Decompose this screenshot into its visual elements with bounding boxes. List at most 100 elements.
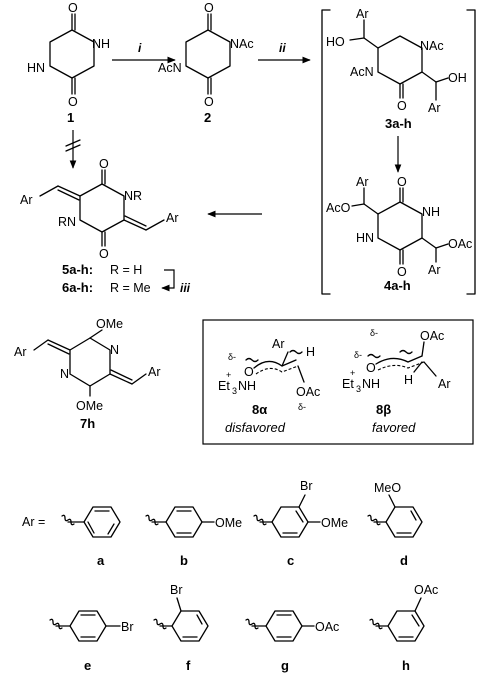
aryl-letter-g: g: [281, 658, 289, 673]
partial-charge: δ-: [298, 402, 306, 412]
atom-HO: HO: [326, 35, 345, 49]
compound-5-r: R = H: [110, 263, 142, 277]
compound-5-6: O Ar NR RN Ar O 5a-h: R = H 6a-h: R = Me: [20, 157, 179, 295]
ar-legend-prefix: Ar =: [22, 515, 45, 529]
atom-Ar: Ar: [356, 7, 369, 21]
atom-Et3: Et: [342, 377, 354, 391]
compound-4: Ar O AcO NH HN OAc O Ar 4a-h: [326, 175, 472, 293]
aryl-a: a: [61, 506, 121, 568]
reagent-i: i: [138, 41, 142, 55]
atom-O: O: [204, 1, 214, 15]
atom-O: O: [68, 95, 78, 109]
atom-O: O: [68, 1, 78, 15]
compound-label-1: 1: [67, 110, 74, 125]
subscript-3: 3: [232, 386, 237, 396]
atom-NAc: NAc: [230, 37, 254, 51]
atom-NH: NH: [92, 37, 110, 51]
atom-Ar: Ar: [20, 193, 33, 207]
aryl-letter-e: e: [84, 658, 91, 673]
atom-N: N: [110, 343, 119, 357]
atom-H: H: [404, 373, 413, 387]
reagent-ii: ii: [279, 41, 286, 55]
plus-charge: +: [226, 370, 231, 380]
aryl-d: MeO d: [367, 481, 423, 568]
caption-favored: favored: [372, 420, 416, 435]
atom-OMe: OMe: [76, 399, 103, 413]
aryl-b: OMe b: [145, 506, 242, 568]
atom-O: O: [397, 175, 407, 189]
plus-charge: +: [350, 368, 355, 378]
transition-state-8-alpha: δ- O Ar H OAc δ- + Et 3 NH 8α disfavored: [218, 337, 320, 435]
atom-OAc: OAc: [448, 237, 472, 251]
atom-NR: NR: [124, 189, 142, 203]
caption-disfavored: disfavored: [225, 420, 286, 435]
compound-3: Ar HO NAc AcN OH O Ar 3a-h: [326, 7, 467, 131]
atom-Ar: Ar: [166, 211, 179, 225]
atom-OAc: OAc: [315, 620, 339, 634]
atom-Br: Br: [170, 583, 183, 597]
atom-OAc: OAc: [414, 583, 438, 597]
aryl-c: Br OMe c: [253, 479, 348, 568]
bracket-left: [321, 9, 331, 295]
atom-O: O: [204, 95, 214, 109]
atom-Ar: Ar: [428, 101, 441, 115]
atom-O: O: [397, 99, 407, 113]
atom-Br: Br: [300, 479, 313, 493]
atom-OMe: OMe: [215, 516, 242, 530]
atom-OH: OH: [448, 71, 467, 85]
transition-state-8-beta: δ- δ- O OAc H Ar + Et 3 NH 8β favored: [342, 328, 451, 435]
aryl-h: OAc h: [369, 583, 438, 673]
atom-Ar: Ar: [356, 175, 369, 189]
atom-NH: NH: [362, 377, 380, 391]
compound-1: O O NH HN 1: [27, 1, 110, 125]
compound-label-5: 5a-h:: [62, 262, 93, 277]
atom-RN: RN: [58, 215, 76, 229]
atom-Ar: Ar: [14, 345, 27, 359]
atom-Ar: Ar: [428, 263, 441, 277]
subscript-3: 3: [356, 384, 361, 394]
atom-O: O: [366, 361, 376, 375]
atom-HN: HN: [356, 231, 374, 245]
compound-label-3: 3a-h: [385, 116, 412, 131]
atom-Ar: Ar: [438, 377, 451, 391]
aryl-e: Br e: [49, 610, 134, 673]
bracket-right: [466, 9, 476, 295]
compound-2: O O NAc AcN 2: [158, 1, 254, 125]
partial-charge: δ-: [228, 352, 236, 362]
aryl-letter-a: a: [97, 553, 105, 568]
atom-Br: Br: [121, 620, 134, 634]
atom-NH: NH: [422, 205, 440, 219]
atom-Et3: Et: [218, 379, 230, 393]
transition-state-box: [202, 319, 474, 445]
compound-label-7h: 7h: [80, 416, 95, 431]
compound-label-2: 2: [204, 110, 211, 125]
atom-O: O: [99, 247, 109, 261]
compound-6-r: R = Me: [110, 281, 151, 295]
atom-H: H: [306, 345, 315, 359]
atom-AcO: AcO: [326, 201, 351, 215]
compound-label-8-beta: 8β: [376, 402, 391, 417]
compound-label-6: 6a-h:: [62, 280, 93, 295]
atom-AcN: AcN: [350, 65, 374, 79]
compound-label-4: 4a-h: [384, 278, 411, 293]
compound-label-8-alpha: 8α: [252, 402, 267, 417]
aryl-f: Br f: [153, 583, 209, 673]
atom-O: O: [99, 157, 109, 171]
aryl-letter-h: h: [402, 658, 410, 673]
atom-OAc: OAc: [296, 385, 320, 399]
atom-OAc: OAc: [420, 329, 444, 343]
atom-MeO: MeO: [374, 481, 401, 495]
partial-charge: δ-: [370, 328, 378, 338]
aryl-g: OAc g: [245, 610, 339, 673]
compound-7h: OMe N Ar N Ar OMe 7h: [14, 317, 161, 431]
arrow-iii: [161, 269, 175, 292]
atom-O: O: [397, 265, 407, 279]
aryl-letter-b: b: [180, 553, 188, 568]
atom-NAc: NAc: [420, 39, 444, 53]
partial-charge: δ-: [354, 350, 362, 360]
atom-N: N: [60, 367, 69, 381]
aryl-letter-f: f: [186, 658, 191, 673]
atom-OMe: OMe: [96, 317, 123, 331]
aryl-letter-d: d: [400, 553, 408, 568]
